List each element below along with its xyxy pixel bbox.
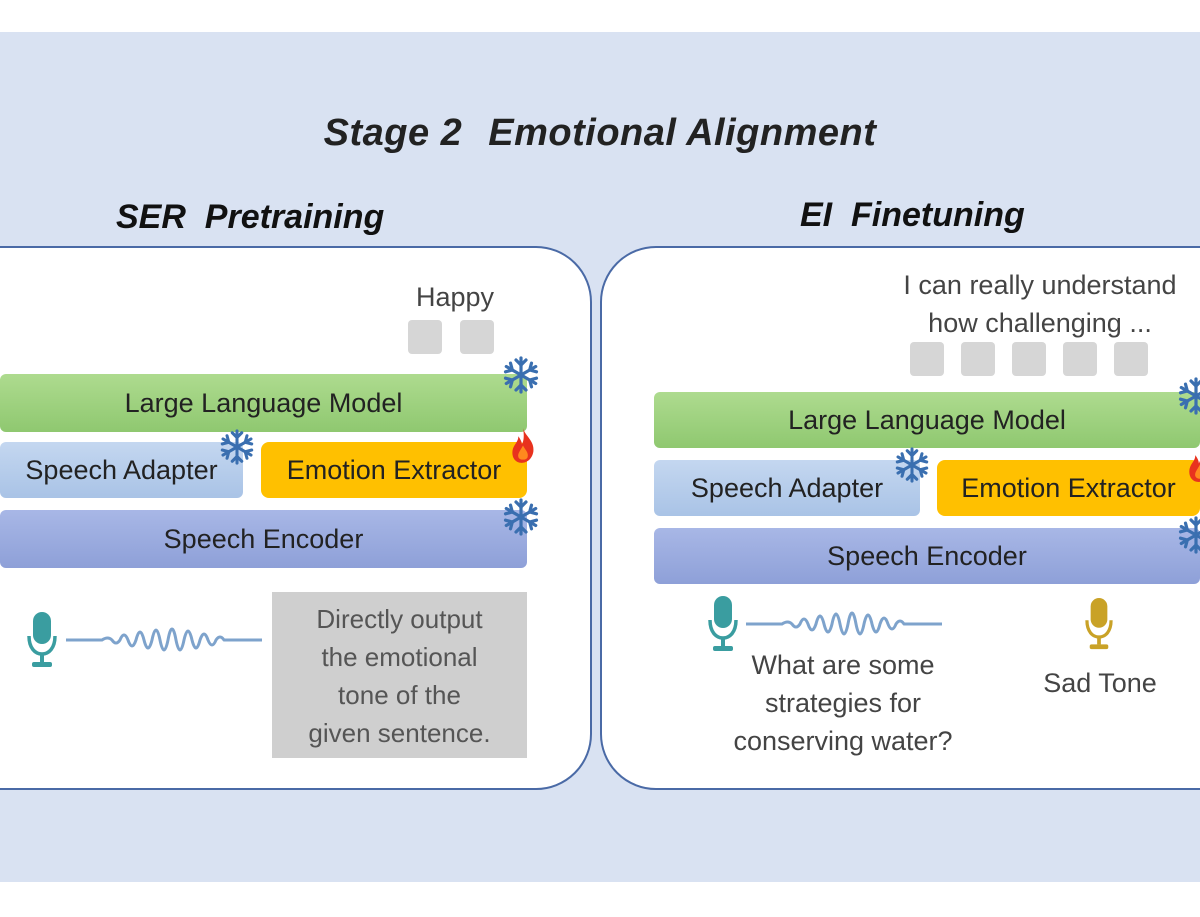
output-line: I can really understand bbox=[903, 270, 1177, 300]
ser-speech-adapter-label: Speech Adapter bbox=[25, 454, 218, 485]
ser-emotion-extractor-block: Emotion Extractor bbox=[261, 442, 527, 498]
prompt-line: given sentence. bbox=[308, 718, 491, 748]
ei-output-text: I can really understand how challenging … bbox=[870, 266, 1200, 342]
microphone-icon bbox=[1085, 598, 1113, 650]
ei-emotion-extractor-block: Emotion Extractor bbox=[937, 460, 1200, 516]
output-token bbox=[408, 320, 442, 354]
sad-tone-label: Sad Tone bbox=[1043, 668, 1157, 698]
output-token bbox=[961, 342, 995, 376]
ser-speech-encoder-label: Speech Encoder bbox=[163, 523, 364, 554]
ei-finetuning-title: EI Finetuning bbox=[800, 196, 1025, 234]
ei-emotion-extractor-label: Emotion Extractor bbox=[961, 472, 1176, 503]
fire-icon bbox=[1189, 447, 1200, 482]
ei-speech-adapter-block: Speech Adapter bbox=[654, 460, 920, 516]
output-token bbox=[1063, 342, 1097, 376]
ser-emotion-extractor-label: Emotion Extractor bbox=[286, 454, 502, 485]
prompt-line: Directly output bbox=[316, 604, 483, 634]
ei-speech-encoder-label: Speech Encoder bbox=[827, 540, 1027, 571]
snowflake-icon bbox=[893, 446, 931, 484]
waveform-path bbox=[746, 611, 942, 636]
question-line: conserving water? bbox=[733, 726, 953, 756]
ei-finetuning-panel bbox=[600, 246, 1200, 790]
stage-title: Stage 2 Emotional Alignment bbox=[0, 112, 1200, 155]
stage-name: Emotional Alignment bbox=[488, 112, 877, 154]
ser-llm-label: Large Language Model bbox=[124, 387, 403, 418]
prompt-line: the emotional bbox=[321, 642, 478, 672]
snowflake-icon bbox=[1176, 515, 1200, 555]
stage-number: Stage 2 bbox=[323, 112, 463, 154]
ser-llm-block: Large Language Model bbox=[0, 374, 527, 432]
output-line: how challenging ... bbox=[928, 308, 1152, 338]
instruction-prompt-box: Directly output the emotional tone of th… bbox=[272, 592, 527, 758]
ser-output-label: Happy bbox=[415, 282, 495, 312]
output-token bbox=[1114, 342, 1148, 376]
ser-pretraining-title: SER Pretraining bbox=[116, 198, 385, 236]
ser-speech-encoder-block: Speech Encoder bbox=[0, 510, 527, 568]
question-line: strategies for bbox=[764, 688, 922, 718]
fire-icon bbox=[509, 427, 537, 464]
ser-speech-adapter-block: Speech Adapter bbox=[0, 442, 243, 498]
output-token bbox=[1012, 342, 1046, 376]
ei-speech-adapter-label: Speech Adapter bbox=[690, 472, 884, 503]
snowflake-icon bbox=[218, 428, 256, 466]
snowflake-icon bbox=[501, 355, 541, 395]
ei-llm-block: Large Language Model bbox=[654, 392, 1200, 448]
waveform-path bbox=[66, 627, 262, 652]
microphone-icon bbox=[27, 612, 57, 668]
ei-question-text: What are some strategies for conserving … bbox=[700, 646, 986, 760]
snowflake-icon bbox=[501, 497, 541, 537]
question-line: What are some bbox=[751, 650, 935, 680]
ei-llm-label: Large Language Model bbox=[788, 404, 1066, 435]
prompt-line: tone of the bbox=[338, 680, 461, 710]
waveform-icon bbox=[66, 627, 262, 652]
microphone-icon bbox=[708, 596, 738, 652]
snowflake-icon bbox=[1176, 376, 1200, 416]
output-token bbox=[910, 342, 944, 376]
waveform-icon bbox=[746, 611, 942, 636]
ei-speech-encoder-block: Speech Encoder bbox=[654, 528, 1200, 584]
output-token bbox=[460, 320, 494, 354]
